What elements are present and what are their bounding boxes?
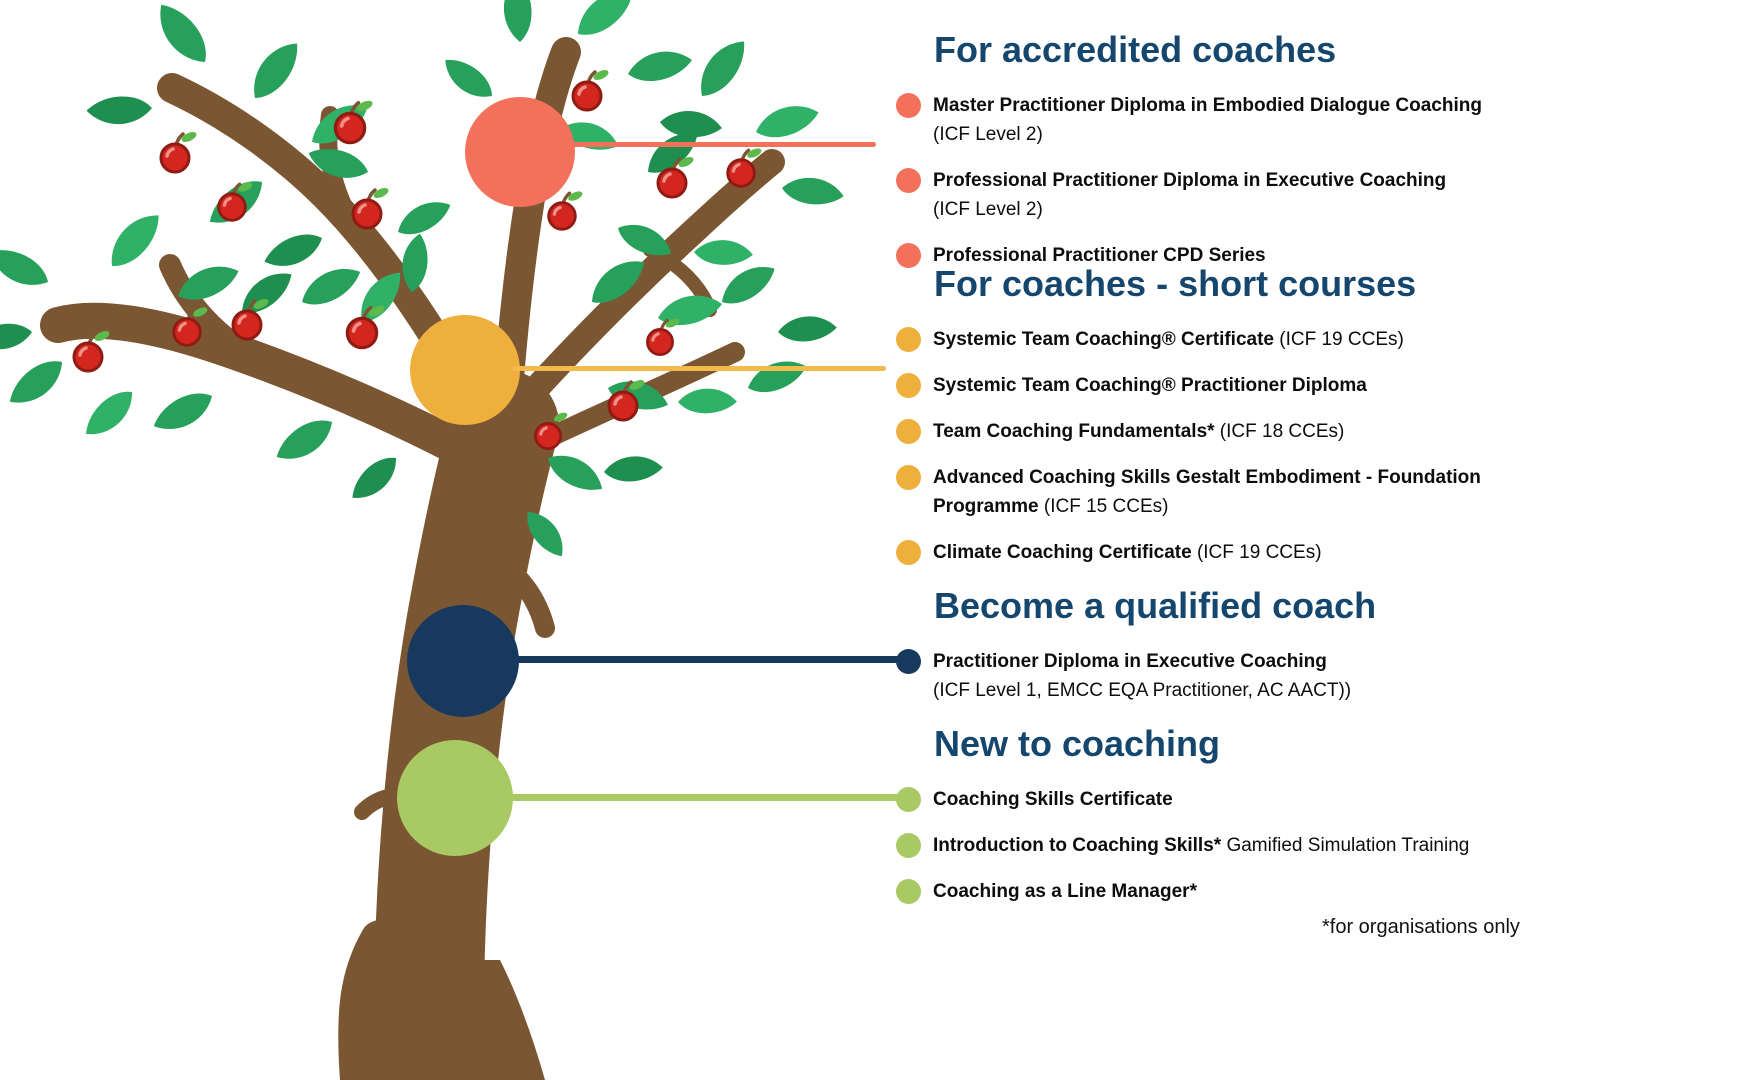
- course-item: Practitioner Diploma in Executive Coachi…: [880, 647, 1556, 705]
- connector-accredited: [566, 142, 876, 147]
- connector-short-courses: [512, 366, 886, 371]
- section-new-to-coaching-items: Coaching Skills Certificate Introduction…: [880, 785, 1556, 906]
- course-name: Coaching as a Line Manager*: [933, 881, 1197, 902]
- course-name: Professional Practitioner Diploma in Exe…: [933, 170, 1447, 191]
- course-detail: (ICF 19 CCEs): [1191, 542, 1322, 563]
- course-item: Professional Practitioner CPD Series: [880, 241, 1556, 270]
- connector-new-to-coaching: [505, 794, 903, 801]
- course-item-text: Master Practitioner Diploma in Embodied …: [933, 91, 1493, 149]
- section-accredited: For accredited coaches Master Practition…: [880, 28, 1556, 270]
- course-detail: (ICF Level 2): [933, 199, 1043, 220]
- course-name: Systemic Team Coaching® Certificate: [933, 329, 1274, 350]
- course-item-text: Professional Practitioner Diploma in Exe…: [933, 166, 1446, 224]
- course-name: Team Coaching Fundamentals*: [933, 421, 1215, 442]
- bullet-dot-coral: [896, 93, 921, 118]
- course-item-text: Advanced Coaching Skills Gestalt Embodim…: [933, 463, 1493, 521]
- course-item: Systemic Team Coaching® Certificate (ICF…: [880, 325, 1556, 354]
- tree-trunk-base: [340, 960, 545, 1080]
- connector-qualified: [512, 656, 904, 663]
- course-detail: (ICF 15 CCEs): [1038, 496, 1169, 517]
- section-short-courses: For coaches - short courses Systemic Tea…: [880, 262, 1556, 567]
- bullet-dot-green: [896, 879, 921, 904]
- course-item: Introduction to Coaching Skills* Gamifie…: [880, 831, 1556, 860]
- bullet-dot-coral: [896, 243, 921, 268]
- section-qualified: Become a qualified coach Practitioner Di…: [880, 584, 1556, 705]
- tree-branches: [40, 37, 785, 1080]
- course-detail: (ICF Level 2): [933, 124, 1043, 145]
- section-title-new-to-coaching: New to coaching: [934, 723, 1221, 764]
- bullet-dot-green: [896, 787, 921, 812]
- course-name: Master Practitioner Diploma in Embodied …: [933, 95, 1482, 116]
- course-item-text: Practitioner Diploma in Executive Coachi…: [933, 647, 1351, 705]
- course-item-text: Professional Practitioner CPD Series: [933, 241, 1266, 270]
- footnote: *for organisations only: [1322, 916, 1520, 938]
- tree-node-accredited: [465, 97, 575, 207]
- course-item: Coaching as a Line Manager*: [880, 877, 1556, 906]
- tree-node-short-courses: [410, 315, 520, 425]
- tree-leaves: [0, 0, 847, 564]
- bullet-dot-gold: [896, 419, 921, 444]
- section-qualified-items: Practitioner Diploma in Executive Coachi…: [880, 647, 1556, 705]
- course-item-text: Introduction to Coaching Skills* Gamifie…: [933, 831, 1469, 860]
- bullet-dot-gold: [896, 465, 921, 490]
- course-item-text: Team Coaching Fundamentals* (ICF 18 CCEs…: [933, 417, 1344, 446]
- course-name: Coaching Skills Certificate: [933, 789, 1173, 810]
- section-title-qualified: Become a qualified coach: [934, 585, 1377, 626]
- course-detail: Gamified Simulation Training: [1221, 835, 1470, 856]
- section-title-accredited: For accredited coaches: [934, 29, 1337, 70]
- course-item-text: Systemic Team Coaching® Practitioner Dip…: [933, 371, 1367, 400]
- tree-node-qualified: [407, 605, 519, 717]
- course-item-text: Coaching as a Line Manager*: [933, 877, 1197, 906]
- course-detail: (ICF 19 CCEs): [1273, 329, 1404, 350]
- course-name: Introduction to Coaching Skills*: [933, 835, 1222, 856]
- course-name: Climate Coaching Certificate: [933, 542, 1192, 563]
- section-title-short-courses: For coaches - short courses: [934, 263, 1417, 304]
- course-item-text: Climate Coaching Certificate (ICF 19 CCE…: [933, 538, 1322, 567]
- course-item: Master Practitioner Diploma in Embodied …: [880, 91, 1556, 149]
- bullet-dot-green: [896, 833, 921, 858]
- section-short-courses-items: Systemic Team Coaching® Certificate (ICF…: [880, 325, 1556, 567]
- course-name: Advanced Coaching Skills Gestalt Embodim…: [933, 467, 1481, 517]
- course-item-text: Coaching Skills Certificate: [933, 785, 1173, 814]
- course-item: Team Coaching Fundamentals* (ICF 18 CCEs…: [880, 417, 1556, 446]
- section-new-to-coaching: New to coaching Coaching Skills Certific…: [880, 722, 1556, 906]
- apple-tree-illustration: [0, 0, 847, 1080]
- bullet-dot-gold: [896, 327, 921, 352]
- course-name: Professional Practitioner CPD Series: [933, 245, 1266, 266]
- course-item-text: Systemic Team Coaching® Certificate (ICF…: [933, 325, 1404, 354]
- course-item: Advanced Coaching Skills Gestalt Embodim…: [880, 463, 1556, 521]
- course-item: Climate Coaching Certificate (ICF 19 CCE…: [880, 538, 1556, 567]
- bullet-dot-coral: [896, 168, 921, 193]
- section-accredited-items: Master Practitioner Diploma in Embodied …: [880, 91, 1556, 270]
- tree-node-new-to-coaching: [397, 740, 513, 856]
- course-name: Systemic Team Coaching® Practitioner Dip…: [933, 375, 1367, 396]
- course-detail: (ICF 18 CCEs): [1214, 421, 1345, 442]
- course-item: Systemic Team Coaching® Practitioner Dip…: [880, 371, 1556, 400]
- course-item: Professional Practitioner Diploma in Exe…: [880, 166, 1556, 224]
- course-name: Practitioner Diploma in Executive Coachi…: [933, 651, 1327, 672]
- course-detail: (ICF Level 1, EMCC EQA Practitioner, AC …: [933, 680, 1352, 701]
- course-item: Coaching Skills Certificate: [880, 785, 1556, 814]
- bullet-dot-navy: [896, 649, 921, 674]
- bullet-dot-gold: [896, 373, 921, 398]
- bullet-dot-gold: [896, 540, 921, 565]
